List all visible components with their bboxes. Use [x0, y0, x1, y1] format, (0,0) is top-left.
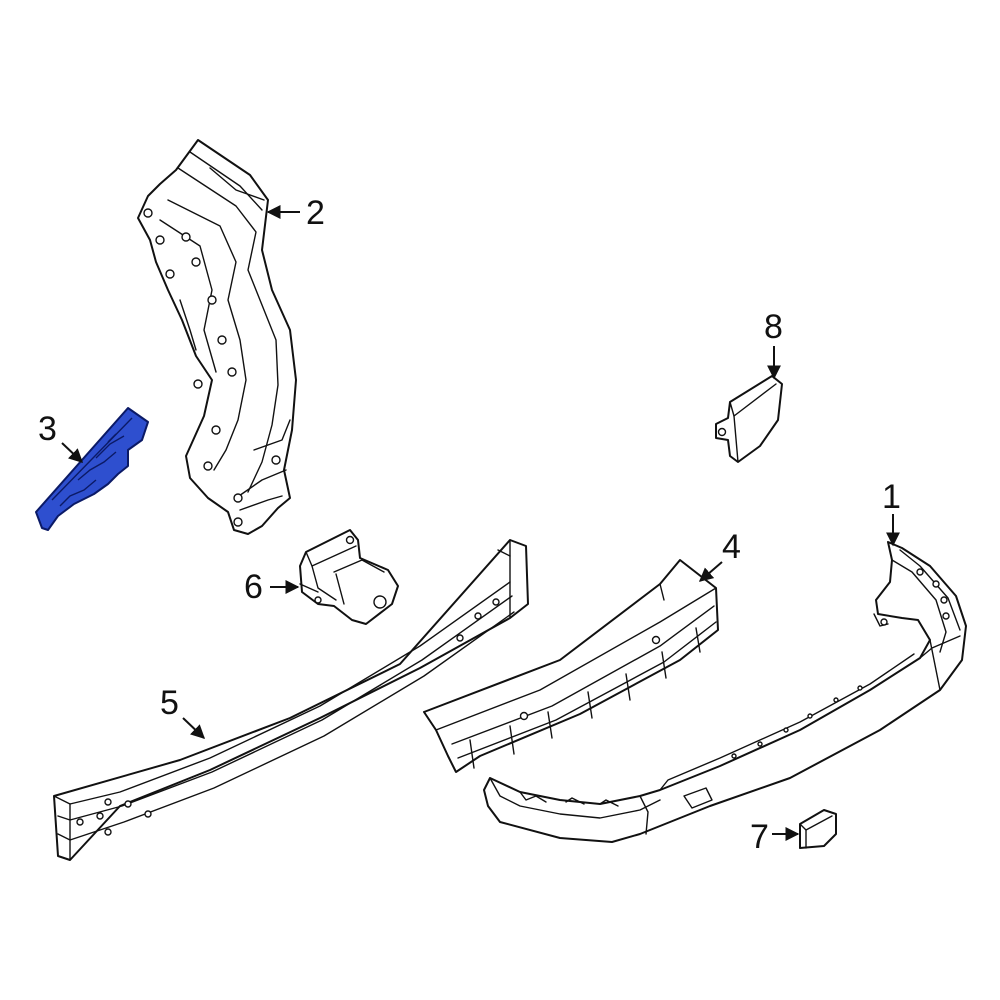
callout-3: 3: [38, 410, 57, 448]
part-reflector-bracket[interactable]: [715, 375, 783, 463]
callout-labels: 2 3 8 1 4 6 5 7: [38, 194, 901, 856]
leader-4: [698, 561, 723, 582]
leader-3: [61, 442, 84, 463]
callout-2: 2: [306, 194, 325, 232]
callout-8: 8: [764, 308, 783, 346]
callout-1: 1: [882, 478, 901, 516]
callout-5: 5: [160, 684, 179, 722]
part-energy-absorber[interactable]: [423, 559, 719, 773]
callout-7: 7: [750, 818, 769, 856]
leader-5: [182, 717, 206, 739]
leader-lines: [61, 205, 900, 841]
part-impact-bar[interactable]: [53, 539, 529, 861]
part-mount-bracket[interactable]: [299, 529, 399, 625]
part-side-bracket[interactable]: [35, 407, 149, 531]
part-tow-eye-cap[interactable]: [799, 809, 837, 849]
part-wheelhouse-panel[interactable]: [137, 139, 297, 535]
part-bumper-cover[interactable]: [483, 541, 967, 843]
callout-6: 6: [244, 568, 263, 606]
callout-4: 4: [722, 528, 741, 566]
